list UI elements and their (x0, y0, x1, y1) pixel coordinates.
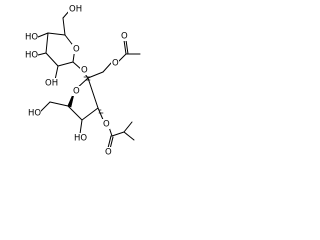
atom-label-furanose-ring-o: O (73, 87, 80, 97)
atom-label-glycosidic-o: O (81, 66, 88, 76)
atom-label-ho-furanose: HO (74, 134, 87, 144)
bond (37, 52, 47, 56)
atom-label-oh-anomeric: OH (45, 79, 58, 89)
bond (87, 77, 99, 109)
atom-label-acetate-carbonyl-o: O (121, 32, 128, 42)
bond (111, 131, 125, 137)
atom-label-acetate-o: O (112, 59, 119, 69)
bond (37, 32, 49, 38)
bond (47, 32, 66, 36)
bond (49, 101, 69, 107)
bond (125, 39, 129, 55)
atom-label-oh-top: OH (69, 5, 82, 15)
atom-label-ho-lower: HO (28, 109, 41, 119)
bond (67, 105, 83, 121)
stereo-hash-bonds (83, 76, 104, 114)
atom-label-ester-carbonyl-o: O (105, 148, 112, 158)
bond (102, 61, 113, 73)
bond (62, 17, 66, 36)
bond (123, 121, 133, 133)
chemical-structure-diagram: OH HO HO O OH O O O O HO HO O O (24, 4, 141, 158)
bond (107, 135, 112, 149)
bond (123, 39, 127, 55)
bond (79, 119, 83, 135)
bond (39, 101, 51, 113)
bond (81, 107, 99, 121)
atom-labels: OH HO HO O OH O O O O HO HO O O (24, 4, 128, 158)
atom-label-ester-o: O (103, 120, 110, 130)
bond (45, 32, 49, 54)
bond (54, 65, 59, 81)
atom-label-pyranose-ring-o: O (73, 45, 80, 55)
bond (57, 61, 74, 67)
bond (117, 53, 127, 63)
bond (123, 131, 135, 141)
atom-label-ho-upper: HO (25, 33, 38, 43)
atom-label-ho-mid: HO (25, 51, 38, 61)
bond (87, 71, 104, 79)
bond (45, 52, 59, 67)
